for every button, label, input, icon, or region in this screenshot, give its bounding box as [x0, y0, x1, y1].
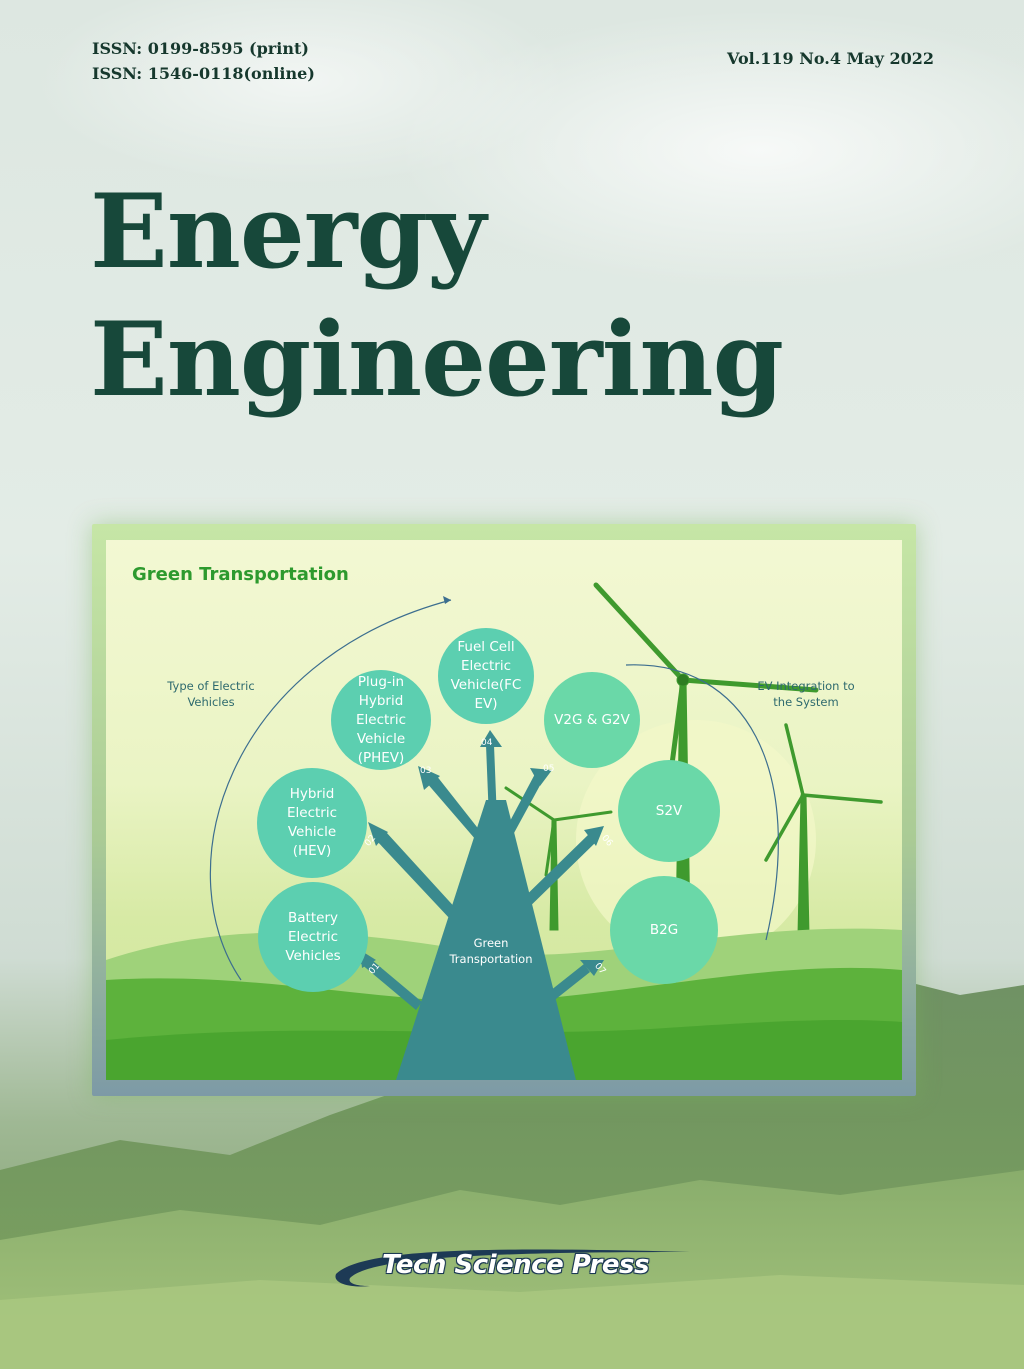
issn-block: ISSN: 0199-8595 (print) ISSN: 1546-0118(…	[92, 36, 315, 86]
branch-circle-02: Hybrid Electric Vehicle (HEV)	[257, 768, 367, 878]
type-of-ev-label: Type of Electric Vehicles	[167, 679, 255, 709]
branch-label-04: Fuel Cell Electric Vehicle(FC EV)	[450, 639, 522, 712]
issn-print: ISSN: 0199-8595 (print)	[92, 39, 309, 58]
branch-circle-04: Fuel Cell Electric Vehicle(FC EV)	[438, 628, 534, 724]
figure-scene	[106, 582, 902, 1080]
branch-circle-06: S2V	[618, 760, 720, 862]
issn-online: ISSN: 1546-0118(online)	[92, 64, 315, 83]
swoosh-icon	[335, 1249, 690, 1287]
branch-circle-03: Plug-in Hybrid Electric Vehicle (PHEV)	[331, 670, 431, 770]
journal-title: Energy Engineering	[90, 168, 784, 424]
trunk-label: Green Transportation	[449, 936, 533, 966]
branch-number-03: 03	[420, 766, 432, 776]
publisher-logo: Tech Science Press	[330, 1244, 700, 1290]
tree-diagram	[360, 730, 604, 1080]
branch-circle-01: Battery Electric Vehicles	[258, 882, 368, 992]
branch-label-06: S2V	[655, 802, 683, 819]
publisher-name: Tech Science Press	[382, 1250, 649, 1280]
branch-label-07: B2G	[649, 921, 679, 938]
figure-title: Green Transportation	[132, 564, 349, 585]
branch-circle-05: V2G & G2V	[544, 672, 640, 768]
wind-turbine-right	[764, 723, 883, 936]
branch-number-05: 05	[543, 764, 555, 774]
figure-panel: Green Transportation Type of Electric Ve…	[106, 540, 902, 1080]
branch-number-04: 04	[481, 738, 493, 748]
branch-label-03: Plug-in Hybrid Electric Vehicle (PHEV)	[355, 673, 407, 766]
ev-integration-label: EV Integration to the System	[757, 679, 855, 709]
branch-label-05: V2G & G2V	[554, 711, 630, 728]
journal-title-line1: Energy	[90, 172, 486, 292]
branch-label-02: Hybrid Electric Vehicle (HEV)	[286, 786, 338, 859]
branch-label-01: Battery Electric Vehicles	[285, 909, 341, 964]
volume-issue: Vol.119 No.4 May 2022	[727, 49, 934, 68]
journal-title-line2: Engineering	[90, 300, 784, 420]
branch-circle-07: B2G	[610, 876, 718, 984]
